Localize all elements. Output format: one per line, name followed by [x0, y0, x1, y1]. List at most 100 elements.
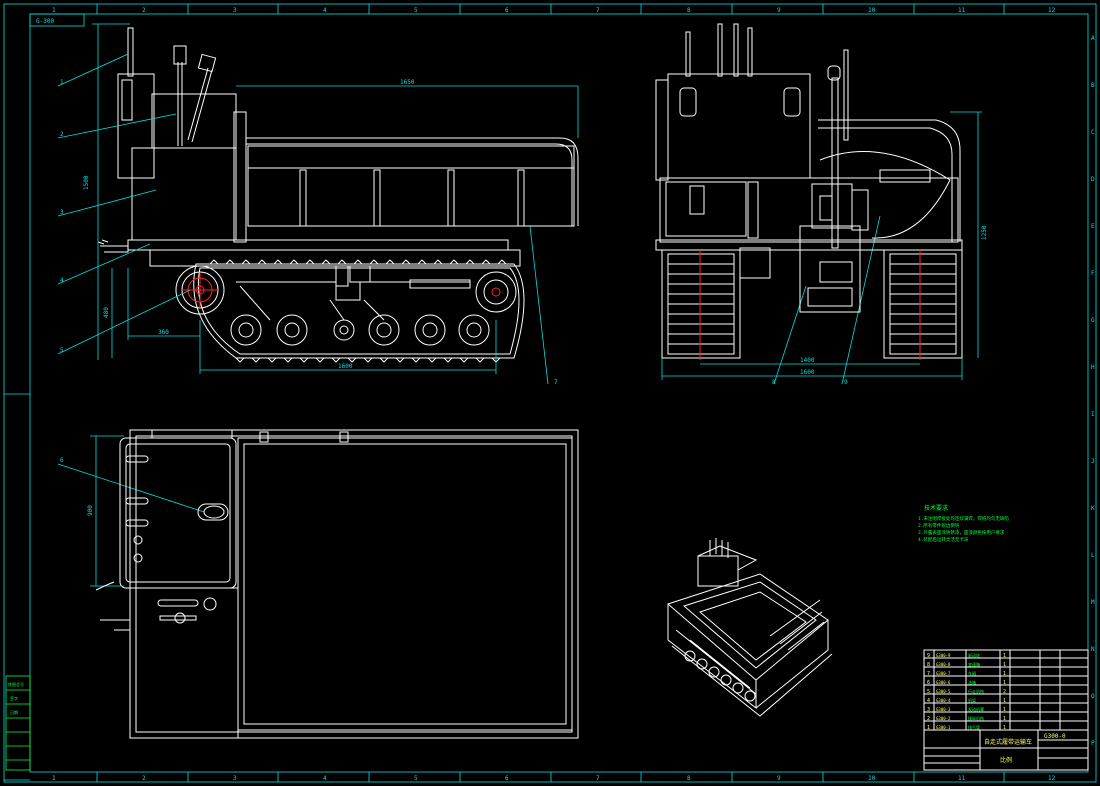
- svg-text:排气管: 排气管: [968, 724, 980, 730]
- svg-text:7: 7: [927, 671, 930, 677]
- drive-sprocket: [175, 265, 225, 315]
- svg-text:发动机罩: 发动机罩: [968, 706, 984, 712]
- front-dimensions: 1250 1400 1600: [661, 111, 988, 380]
- svg-text:3: 3: [927, 707, 930, 713]
- row-label: I: [1091, 411, 1095, 418]
- zone-rows-right: A B C D E F G H I J K L M N O P: [1091, 35, 1095, 747]
- idler-wheel: [475, 271, 517, 313]
- part-number: G300-0: [1044, 733, 1066, 740]
- col-label: 9: [777, 7, 781, 14]
- row-label: G: [1091, 317, 1095, 324]
- svg-text:4: 4: [927, 698, 930, 704]
- row-label: A: [1091, 35, 1095, 42]
- tech-note-line: 1.未注明焊接处均连续满焊，焊缝均匀无缺陷: [918, 515, 1009, 522]
- svg-text:8: 8: [927, 662, 930, 668]
- col-label: 4: [323, 7, 327, 14]
- callout-label: 7: [554, 379, 558, 386]
- drawing-code-box: G-300: [29, 13, 85, 27]
- callout-label: 5: [60, 347, 64, 354]
- drawing-code: G-300: [36, 18, 54, 25]
- col-label: 5: [414, 7, 418, 14]
- callout-label: 1: [60, 79, 64, 86]
- row-label: H: [1091, 364, 1095, 371]
- top-view: 900: [87, 429, 579, 739]
- svg-text:1: 1: [1003, 698, 1006, 704]
- dim-front: 360: [158, 329, 169, 336]
- svg-text:2: 2: [927, 716, 930, 722]
- dim-height: 1500: [83, 175, 90, 190]
- front-view: 1250 1400 1600: [655, 23, 988, 380]
- row-label: J: [1091, 458, 1095, 465]
- dim-top-panel: 900: [87, 505, 94, 516]
- col-label: 7: [596, 7, 600, 14]
- scale-label: 比例: [1000, 756, 1012, 764]
- svg-text:1: 1: [1003, 653, 1006, 659]
- drawing-title: 自走式履带运输车: [984, 738, 1032, 746]
- bom-table: 9 G300-9 驱动轮 1 8 G300-8 变速箱 1 7 G300-7 车…: [927, 652, 1006, 731]
- bom-row: 1 G300-1 排气管 1: [927, 724, 1006, 731]
- callout-label: 6: [60, 457, 64, 464]
- svg-text:1: 1: [927, 725, 930, 731]
- technical-notes: 技术要求 1.未注明焊接处均连续满焊，焊缝均匀无缺陷 2.所有零件锐边倒钝 3.…: [918, 504, 1009, 543]
- col-label: 1: [52, 775, 56, 782]
- title-block: 自走式履带运输车 比例 G300-0: [923, 649, 1089, 771]
- svg-text:G300-2: G300-2: [936, 716, 951, 721]
- svg-text:1: 1: [1003, 671, 1006, 677]
- side-view: 1650 1500 1600 360 480: [83, 23, 579, 374]
- row-label: E: [1091, 223, 1095, 230]
- row-label: O: [1091, 693, 1095, 700]
- callout-label: 2: [60, 131, 64, 138]
- bom-row: 2 G300-2 操纵机构 1: [927, 715, 1006, 722]
- col-label: 7: [596, 775, 600, 782]
- svg-text:G300-3: G300-3: [936, 707, 951, 712]
- row-label: D: [1091, 176, 1095, 183]
- col-label: 11: [958, 775, 966, 782]
- callouts: 1 2 3 4 5 6 7 8 9: [57, 53, 881, 513]
- col-label: 10: [868, 775, 876, 782]
- col-label: 8: [687, 775, 691, 782]
- callout-label: 4: [60, 277, 64, 284]
- svg-text:驱动轮: 驱动轮: [968, 652, 980, 658]
- dim-wheelbase: 1600: [338, 363, 353, 370]
- callout-label: 8: [772, 379, 776, 386]
- zone-columns-bottom: 1 2 3 4 5 6 7 8 9 10 11 12: [52, 775, 1056, 782]
- svg-text:G300-7: G300-7: [936, 671, 951, 676]
- svg-text:9: 9: [927, 653, 930, 659]
- svg-text:G300-9: G300-9: [936, 653, 951, 658]
- front-track-left: [661, 249, 741, 360]
- row-label: L: [1091, 552, 1095, 559]
- row-label: N: [1091, 646, 1095, 653]
- bom-row: 9 G300-9 驱动轮 1: [927, 652, 1006, 659]
- stamp-line: 日期: [10, 709, 18, 715]
- col-label: 4: [323, 775, 327, 782]
- dim-front-track: 1600: [800, 369, 815, 376]
- bom-row: 5 G300-5 行走机构 2: [927, 688, 1006, 695]
- svg-text:G300-5: G300-5: [936, 689, 951, 694]
- tech-notes-heading: 技术要求: [924, 504, 948, 512]
- callout-label: 9: [844, 379, 848, 386]
- svg-text:车厢: 车厢: [968, 670, 976, 676]
- row-label: B: [1091, 82, 1095, 89]
- col-label: 2: [142, 7, 146, 14]
- dim-clear: 480: [103, 307, 110, 318]
- side-dimensions: 1650 1500 1600 360 480: [83, 23, 579, 374]
- zone-columns-top: 1 2 3 4 5 6 7 8 9 10 11 12: [52, 7, 1056, 14]
- col-label: 2: [142, 775, 146, 782]
- col-label: 3: [233, 775, 237, 782]
- left-stamp: 底图总号 签字 日期: [5, 675, 31, 771]
- row-label: K: [1091, 505, 1095, 512]
- svg-text:操纵机构: 操纵机构: [968, 715, 984, 721]
- col-label: 6: [505, 775, 509, 782]
- bom-row: 6 G300-6 油箱 1: [927, 679, 1006, 686]
- track-teeth: [209, 259, 507, 363]
- svg-text:1: 1: [1003, 680, 1006, 686]
- svg-text:1: 1: [1003, 716, 1006, 722]
- zone-ticks-top: [96, 4, 1005, 782]
- col-label: 12: [1048, 7, 1056, 14]
- svg-text:1: 1: [1003, 725, 1006, 731]
- svg-text:1: 1: [1003, 707, 1006, 713]
- svg-text:G300-1: G300-1: [936, 725, 951, 730]
- dim-box-length: 1650: [400, 79, 415, 86]
- col-label: 11: [958, 7, 966, 14]
- bom-row: 7 G300-7 车厢 1: [927, 670, 1006, 677]
